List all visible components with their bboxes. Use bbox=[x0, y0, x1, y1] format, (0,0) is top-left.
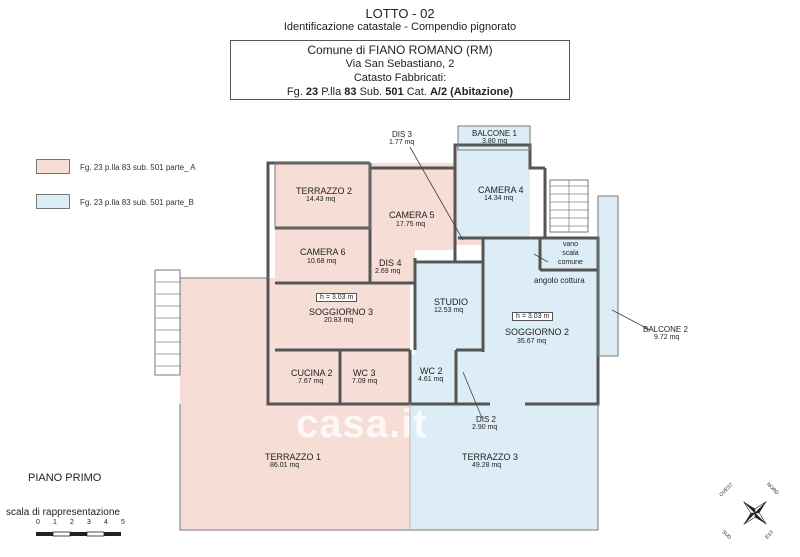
room-name-dis3: DIS 3 bbox=[392, 130, 413, 139]
room-area-dis3: 1.77 mq bbox=[389, 139, 415, 146]
room-area-wc2: 4.61 mq bbox=[418, 376, 444, 383]
room-name-camera5: CAMERA 5 bbox=[389, 210, 435, 220]
legend-swatch-part-a bbox=[36, 159, 70, 174]
scale-bar bbox=[36, 531, 121, 537]
room-name-soggiorno3: SOGGIORNO 3 bbox=[309, 307, 374, 317]
thin-lines bbox=[154, 125, 619, 531]
room-name-dis4: DIS 4 bbox=[379, 258, 402, 268]
watermark: casa.it bbox=[296, 402, 428, 446]
room-area-soggiorno2: 35.67 mq bbox=[517, 338, 547, 345]
legend-label-part-b: Fg. 23 p.lla 83 sub. 501 parte_B bbox=[80, 198, 194, 207]
stairs bbox=[155, 180, 588, 367]
zone-camera5 bbox=[370, 163, 455, 250]
room-area-balcone1: 3.80 mq bbox=[482, 138, 508, 145]
floor-label: PIANO PRIMO bbox=[28, 472, 102, 484]
address-text: Via San Sebastiano, 2 bbox=[345, 58, 455, 70]
catasto-text: Catasto Fabbricati: bbox=[353, 72, 447, 84]
vano-scala-label: vano scala comune bbox=[558, 241, 583, 266]
zone-camera4 bbox=[458, 150, 530, 238]
room-name-dis2: DIS 2 bbox=[476, 415, 497, 424]
room-name-terrazzo1: TERRAZZO 1 bbox=[265, 452, 322, 462]
room-area-wc3: 7.09 mq bbox=[352, 378, 378, 385]
leader-lines bbox=[409, 146, 651, 419]
room-area-studio: 12.53 mq bbox=[434, 307, 464, 314]
room-area-cucina2: 7.67 mq bbox=[298, 378, 324, 385]
room-name-terrazzo2: TERRAZZO 2 bbox=[296, 186, 353, 196]
room-name-studio: STUDIO bbox=[434, 297, 469, 307]
room-name-cucina2: CUCINA 2 bbox=[291, 368, 333, 378]
room-area-terrazzo1: 86.01 mq bbox=[270, 462, 300, 469]
room-name-terrazzo3: TERRAZZO 3 bbox=[462, 452, 519, 462]
zone-dis2 bbox=[456, 348, 486, 408]
legend-swatch-part-b bbox=[36, 194, 70, 209]
scale-title: scala di rappresentazione bbox=[6, 507, 120, 518]
zone-terrazzo3 bbox=[410, 404, 598, 530]
compass-icon bbox=[743, 501, 767, 525]
room-area-terrazzo2: 14.43 mq bbox=[306, 196, 336, 203]
cadastral-ref: Fg. 23 P.lla 83 Sub. 501 Cat. A/2 (Abita… bbox=[286, 86, 514, 98]
room-area-camera6: 10.68 mq bbox=[307, 258, 337, 265]
zone-balcone2 bbox=[598, 196, 618, 356]
legend-label-part-a: Fg. 23 p.lla 83 sub. 501 parte_ A bbox=[80, 163, 196, 172]
room-name-balcone1: BALCONE 1 bbox=[472, 129, 517, 138]
zone-camera6 bbox=[275, 228, 370, 283]
angolo-cottura-label: angolo cottura bbox=[534, 276, 585, 285]
zone-wc2 bbox=[410, 354, 456, 404]
lotto-title: LOTTO - 02 bbox=[365, 6, 435, 21]
room-area-camera5: 17.75 mq bbox=[396, 221, 426, 228]
page-subtitle: Identificazione catastale - Compendio pi… bbox=[283, 21, 517, 33]
room-area-balcone2: 9.72 mq bbox=[654, 334, 680, 341]
room-area-camera4: 14.34 mq bbox=[484, 195, 514, 202]
room-name-camera6: CAMERA 6 bbox=[300, 247, 346, 257]
room-area-soggiorno3: 20.83 mq bbox=[324, 317, 354, 324]
room-area-terrazzo3: 49.28 mq bbox=[472, 462, 502, 469]
room-name-wc3: WC 3 bbox=[353, 368, 376, 378]
height-label-b: h = 3.03 m bbox=[512, 312, 554, 321]
height-label-a: h = 3.03 m bbox=[316, 293, 358, 302]
room-name-camera4: CAMERA 4 bbox=[478, 185, 524, 195]
zone-dis4 bbox=[370, 250, 415, 283]
cadastral-box: Comune di FIANO ROMANO (RM) Via San Seba… bbox=[230, 40, 570, 100]
comune-text: Comune di FIANO ROMANO (RM) bbox=[307, 43, 493, 57]
room-name-balcone2: BALCONE 2 bbox=[643, 325, 688, 334]
room-name-soggiorno2: SOGGIORNO 2 bbox=[505, 327, 570, 337]
zone-studio bbox=[415, 264, 483, 354]
room-area-dis2: 2.90 mq bbox=[472, 424, 498, 431]
room-name-wc2: WC 2 bbox=[420, 366, 443, 376]
zone-terrazzo2 bbox=[275, 163, 370, 228]
room-area-dis4: 2.69 mq bbox=[375, 268, 401, 275]
